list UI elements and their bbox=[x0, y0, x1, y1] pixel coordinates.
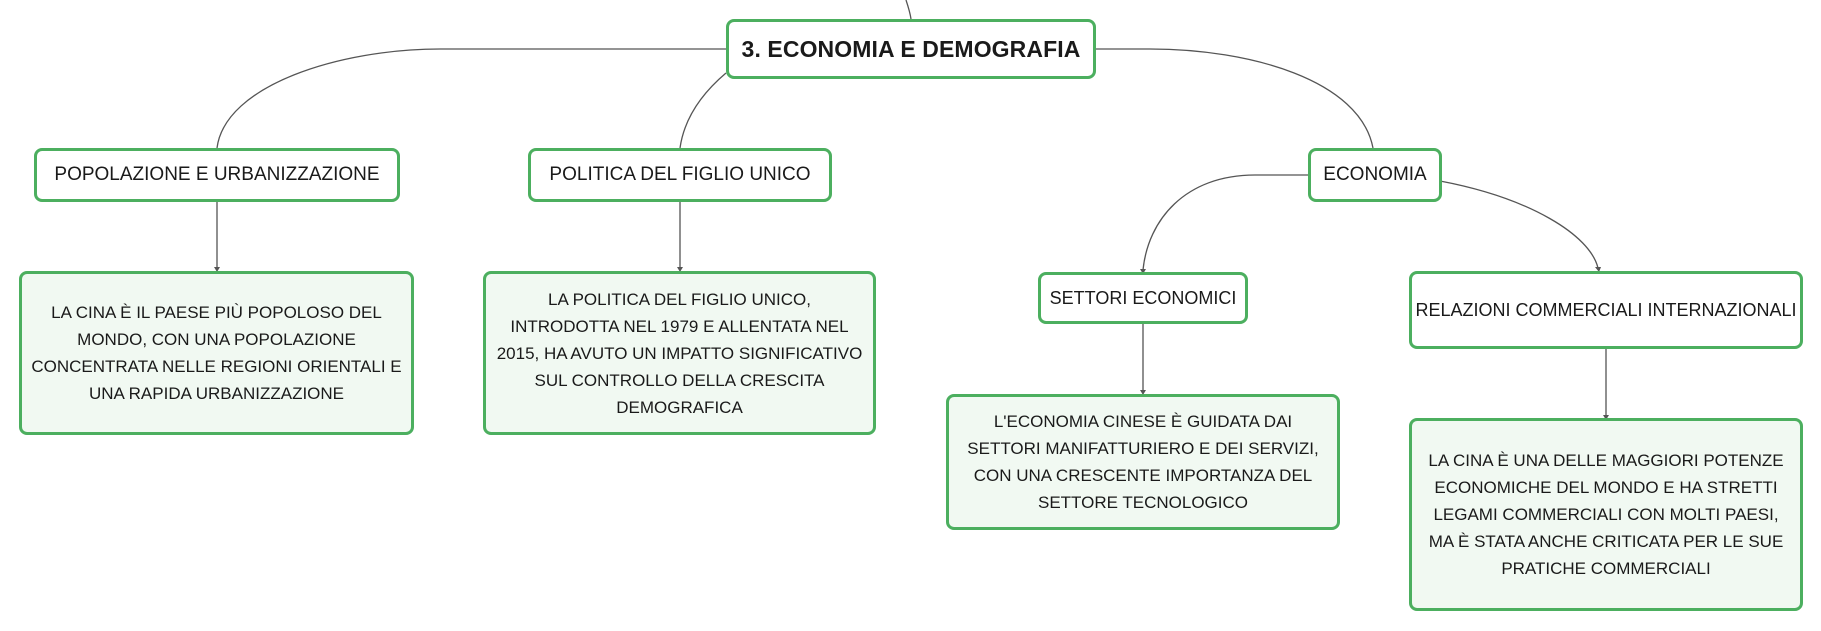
arrowhead-popolazione-detail bbox=[214, 267, 220, 272]
arrowhead-settori-detail bbox=[1140, 390, 1146, 395]
node-economia-label: ECONOMIA bbox=[1323, 164, 1427, 185]
node-popolazione[interactable]: POPOLAZIONE E URBANIZZAZIONE bbox=[34, 148, 400, 202]
node-relazioni[interactable]: RELAZIONI COMMERCIALI INTERNAZIONALI bbox=[1409, 271, 1803, 349]
node-settori-detail-text: L'ECONOMIA CINESE È GUIDATA DAI SETTORI … bbox=[967, 412, 1319, 512]
node-economia[interactable]: ECONOMIA bbox=[1308, 148, 1442, 202]
arrowhead-relazioni-detail bbox=[1603, 415, 1609, 420]
connector-root-to-popolazione bbox=[216, 48, 726, 149]
arrowhead-politica-detail bbox=[677, 267, 683, 272]
node-politica-label: POLITICA DEL FIGLIO UNICO bbox=[549, 164, 811, 185]
connector-root-to-politica bbox=[679, 72, 727, 149]
node-politica[interactable]: POLITICA DEL FIGLIO UNICO bbox=[528, 148, 832, 202]
arrowhead-economia-settori bbox=[1140, 269, 1146, 274]
connector-economia-to-relazioni bbox=[1439, 180, 1599, 269]
node-popolazione-label: POPOLAZIONE E URBANIZZAZIONE bbox=[54, 164, 380, 185]
node-relazioni-label: RELAZIONI COMMERCIALI INTERNAZIONALI bbox=[1415, 299, 1797, 320]
connector-parent-to-root bbox=[905, 0, 912, 20]
node-relazioni-detail-text: LA CINA È UNA DELLE MAGGIORI POTENZE ECO… bbox=[1428, 451, 1784, 578]
node-popolazione-detail[interactable]: LA CINA È IL PAESE PIÙ POPOLOSO DEL MOND… bbox=[19, 271, 414, 435]
node-politica-detail[interactable]: LA POLITICA DEL FIGLIO UNICO, INTRODOTTA… bbox=[483, 271, 876, 435]
node-relazioni-detail[interactable]: LA CINA È UNA DELLE MAGGIORI POTENZE ECO… bbox=[1409, 418, 1803, 611]
connector-root-to-economia bbox=[1096, 48, 1374, 149]
node-settori-label: SETTORI ECONOMICI bbox=[1049, 287, 1237, 308]
arrowhead-economia-relazioni bbox=[1595, 267, 1601, 272]
connector-economia-to-settori bbox=[1142, 174, 1308, 271]
node-settori[interactable]: SETTORI ECONOMICI bbox=[1038, 272, 1248, 324]
node-popolazione-detail-text: LA CINA È IL PAESE PIÙ POPOLOSO DEL MOND… bbox=[31, 303, 402, 403]
root-node[interactable]: 3. ECONOMIA E DEMOGRAFIA bbox=[726, 19, 1096, 79]
node-politica-detail-text: LA POLITICA DEL FIGLIO UNICO, INTRODOTTA… bbox=[496, 289, 863, 417]
node-settori-detail[interactable]: L'ECONOMIA CINESE È GUIDATA DAI SETTORI … bbox=[946, 394, 1340, 530]
root-node-label: 3. ECONOMIA E DEMOGRAFIA bbox=[741, 35, 1081, 62]
